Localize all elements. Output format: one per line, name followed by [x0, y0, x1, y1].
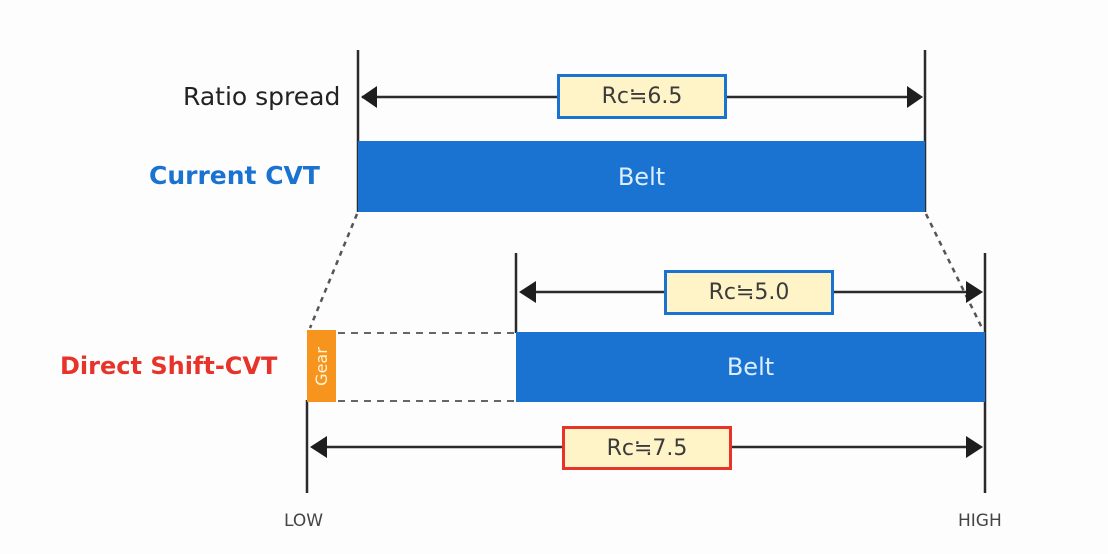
belt-label: Belt	[726, 353, 775, 381]
arrowhead-left-icon	[361, 86, 377, 108]
rc-total-box: Rc≒7.5	[562, 426, 732, 470]
direct-belt-bar: Belt	[516, 332, 985, 402]
arrowhead-left-icon	[519, 281, 536, 303]
rc-direct-belt-box: Rc≒5.0	[664, 270, 834, 315]
rc-direct-belt-value: Rc≒5.0	[708, 280, 790, 305]
rc-current-box: Rc≒6.5	[557, 74, 727, 119]
belt-label: Belt	[617, 162, 666, 191]
projection-line-low	[308, 213, 359, 329]
rc-total-value: Rc≒7.5	[606, 435, 688, 461]
arrowhead-left-icon	[310, 436, 327, 458]
gear-block: Gear	[307, 330, 336, 402]
ratio-spread-label: Ratio spread	[183, 82, 341, 111]
current-belt-bar: Belt	[358, 141, 925, 212]
projection-line-high	[924, 213, 985, 331]
arrowhead-right-icon	[966, 436, 983, 458]
arrowhead-right-icon	[907, 86, 923, 108]
direct-shift-cvt-label: Direct Shift-CVT	[60, 352, 278, 380]
rc-current-value: Rc≒6.5	[601, 84, 683, 109]
current-cvt-label: Current CVT	[149, 161, 320, 190]
gear-label: Gear	[312, 346, 331, 386]
high-label: HIGH	[958, 511, 1002, 531]
arrowhead-right-icon	[966, 281, 983, 303]
low-label: LOW	[284, 511, 324, 531]
